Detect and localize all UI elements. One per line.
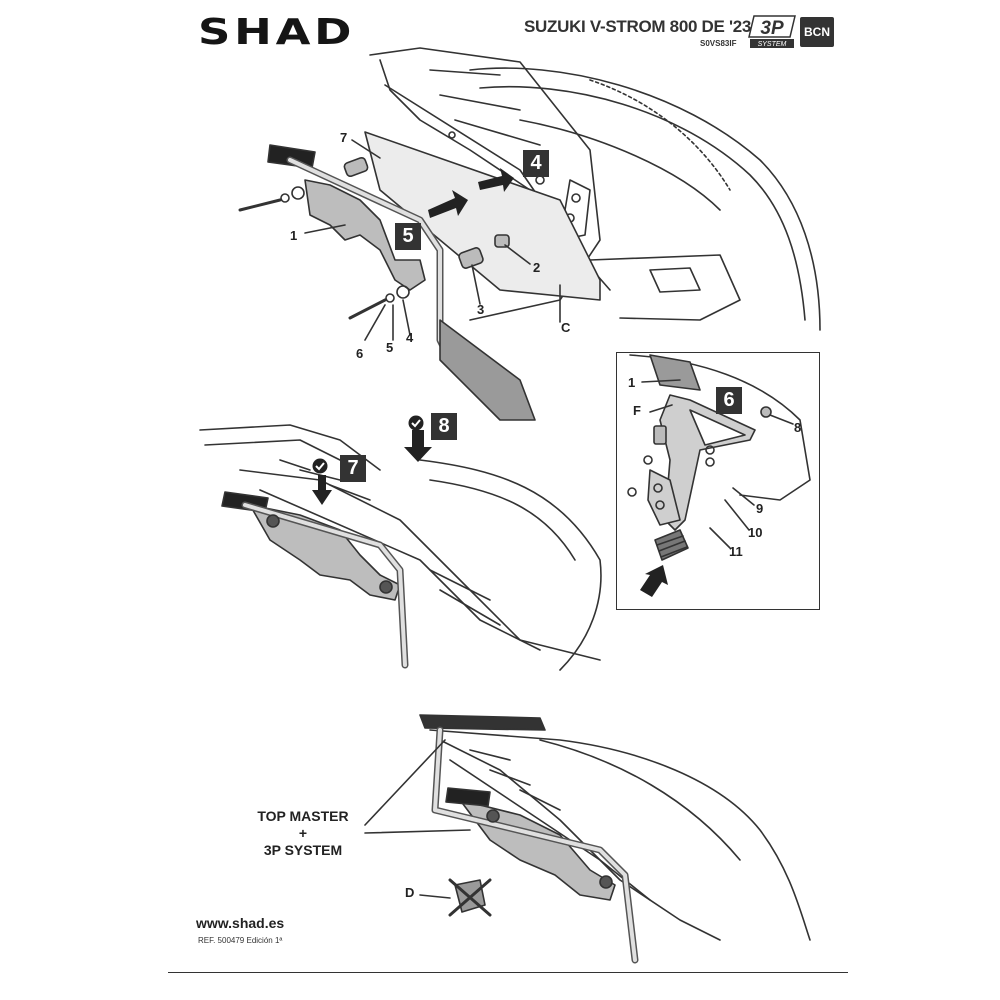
part-label-6: 6 xyxy=(356,346,364,361)
website-link[interactable]: www.shad.es xyxy=(196,915,285,931)
part-label-8: 8 xyxy=(794,420,802,435)
footer-divider xyxy=(168,972,848,973)
step-7-badge: 7 xyxy=(340,455,366,482)
part-label-7: 7 xyxy=(340,130,348,145)
step-4-badge: 4 xyxy=(523,150,549,177)
top-master-line-3: 3P SYSTEM xyxy=(263,842,343,858)
step-5-badge: 5 xyxy=(395,223,421,250)
top-master-line-1: TOP MASTER xyxy=(257,808,349,824)
part-label-9: 9 xyxy=(756,501,764,516)
check-icon xyxy=(408,415,424,431)
part-label-5: 5 xyxy=(386,340,394,355)
part-label-3: 3 xyxy=(477,302,485,317)
plate-c xyxy=(364,131,601,301)
model-title: SUZUKI V-STROM 800 DE '23 xyxy=(524,17,752,36)
part-label-1: 1 xyxy=(290,228,298,243)
part-label-11: 11 xyxy=(729,544,743,559)
reference-text: REF. 500479 Edición 1ª xyxy=(198,936,283,945)
part-label-d: D xyxy=(405,885,415,900)
part-label-1-detail: 1 xyxy=(628,375,636,390)
part-label-c: C xyxy=(561,320,571,335)
detail-6-illustration xyxy=(627,354,811,597)
step-8-badge: 8 xyxy=(431,413,457,440)
brand-logo: SHAD xyxy=(198,12,356,53)
top-master-callout: TOP MASTER + 3P SYSTEM xyxy=(238,808,368,859)
motorcycle-tail-view-2 xyxy=(199,424,602,671)
part-label-4: 4 xyxy=(406,330,414,345)
top-master-line-2: + xyxy=(298,825,308,841)
badge-3p-text: 3P xyxy=(760,18,784,39)
detail-6-box xyxy=(616,352,820,610)
bracket-1 xyxy=(304,179,426,291)
part-label-10: 10 xyxy=(748,525,763,540)
check-icon xyxy=(312,458,328,474)
part-label-2: 2 xyxy=(533,260,541,275)
step-6-badge: 6 xyxy=(716,387,742,414)
3p-system-badge: 3P SYSTEM xyxy=(748,15,796,48)
product-code: S0VS83IF xyxy=(700,39,737,48)
badge-system-text: SYSTEM xyxy=(758,41,787,48)
part-label-f: F xyxy=(633,403,641,418)
bcn-badge: BCN xyxy=(800,17,834,47)
part-d-not-used-icon xyxy=(419,878,492,917)
